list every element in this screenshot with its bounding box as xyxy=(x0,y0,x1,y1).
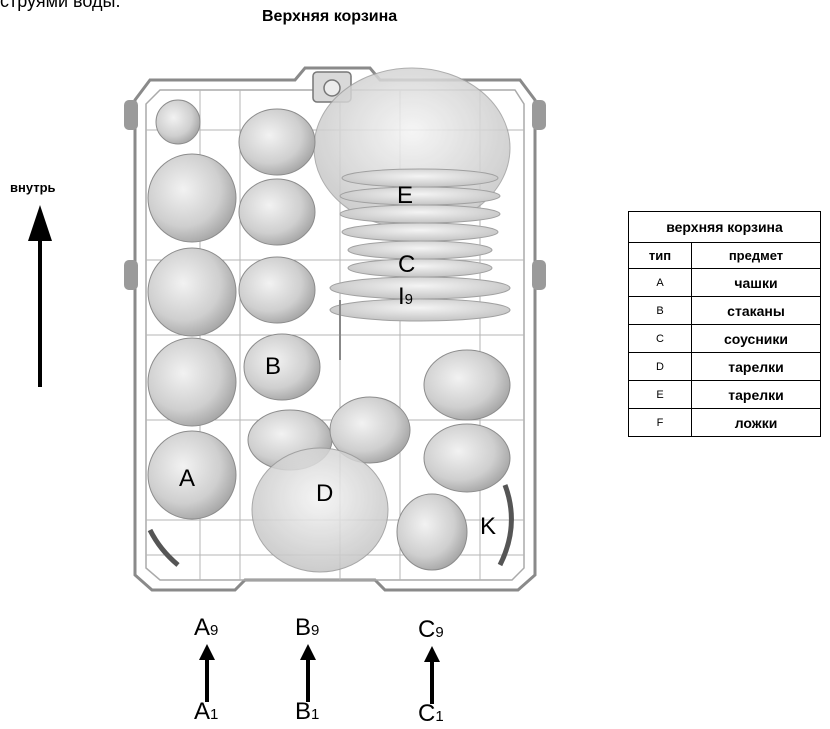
row-c-bottom-letter: C xyxy=(418,700,436,727)
row-a-top-sub: 9 xyxy=(210,622,219,639)
label-e: E xyxy=(397,182,414,209)
legend-col-type: тип xyxy=(628,242,692,269)
direction-arrow-icon xyxy=(28,205,52,387)
legend-code: B xyxy=(628,296,692,325)
label-b: B xyxy=(265,353,282,380)
legend-code: F xyxy=(628,408,692,437)
direction-label: внутрь xyxy=(10,180,56,195)
legend-code: A xyxy=(628,268,692,297)
label-d: D xyxy=(316,480,334,507)
arrow-up-b-icon xyxy=(300,644,316,702)
legend-name: тарелки xyxy=(691,380,821,409)
row-a-bottom-letter: A xyxy=(194,698,211,725)
label-k: K xyxy=(480,513,497,540)
legend-name: тарелки xyxy=(691,352,821,381)
label-i-sub: 9 xyxy=(404,291,414,308)
row-c-top-letter: C xyxy=(418,616,436,643)
label-c: C xyxy=(398,251,416,278)
diagram-title: Верхняя корзина xyxy=(262,8,398,25)
row-a-bottom-label: A1 xyxy=(194,700,218,724)
bowl xyxy=(251,447,389,573)
row-b-bottom-letter: B xyxy=(295,698,312,725)
legend-col-item: предмет xyxy=(691,242,821,269)
legend-name: соусники xyxy=(691,324,821,353)
row-b-top-letter: B xyxy=(295,614,312,641)
plates-stack xyxy=(313,67,511,360)
label-a: A xyxy=(179,465,196,492)
cut-off-caption: струями воды. xyxy=(0,0,121,11)
row-a-top-letter: A xyxy=(194,614,211,641)
row-c-top-label: C9 xyxy=(418,618,444,642)
arrow-up-a-icon xyxy=(199,644,215,702)
label-i-letter: I xyxy=(398,283,405,310)
row-c-top-sub: 9 xyxy=(435,624,444,641)
spoon-racks xyxy=(147,484,514,567)
row-a-bottom-sub: 1 xyxy=(210,706,219,723)
legend-name: ложки xyxy=(691,408,821,437)
legend-code: C xyxy=(628,324,692,353)
legend-name: стаканы xyxy=(691,296,821,325)
row-c-bottom-sub: 1 xyxy=(435,708,444,725)
row-c-bottom-label: C1 xyxy=(418,702,444,726)
legend-name: чашки xyxy=(691,268,821,297)
basket-frame xyxy=(133,66,537,592)
row-b-bottom-sub: 1 xyxy=(311,706,320,723)
arrow-up-c-icon xyxy=(424,646,440,704)
side-clips xyxy=(124,100,546,290)
legend-code: D xyxy=(628,352,692,381)
cups xyxy=(147,99,237,520)
row-a-top-label: A9 xyxy=(194,616,218,640)
legend-code: E xyxy=(628,380,692,409)
legend-title: верхняя корзина xyxy=(628,211,821,243)
row-b-top-label: B9 xyxy=(295,616,319,640)
label-i9: I9 xyxy=(398,285,413,309)
row-b-bottom-label: B1 xyxy=(295,700,319,724)
row-b-top-sub: 9 xyxy=(311,622,320,639)
